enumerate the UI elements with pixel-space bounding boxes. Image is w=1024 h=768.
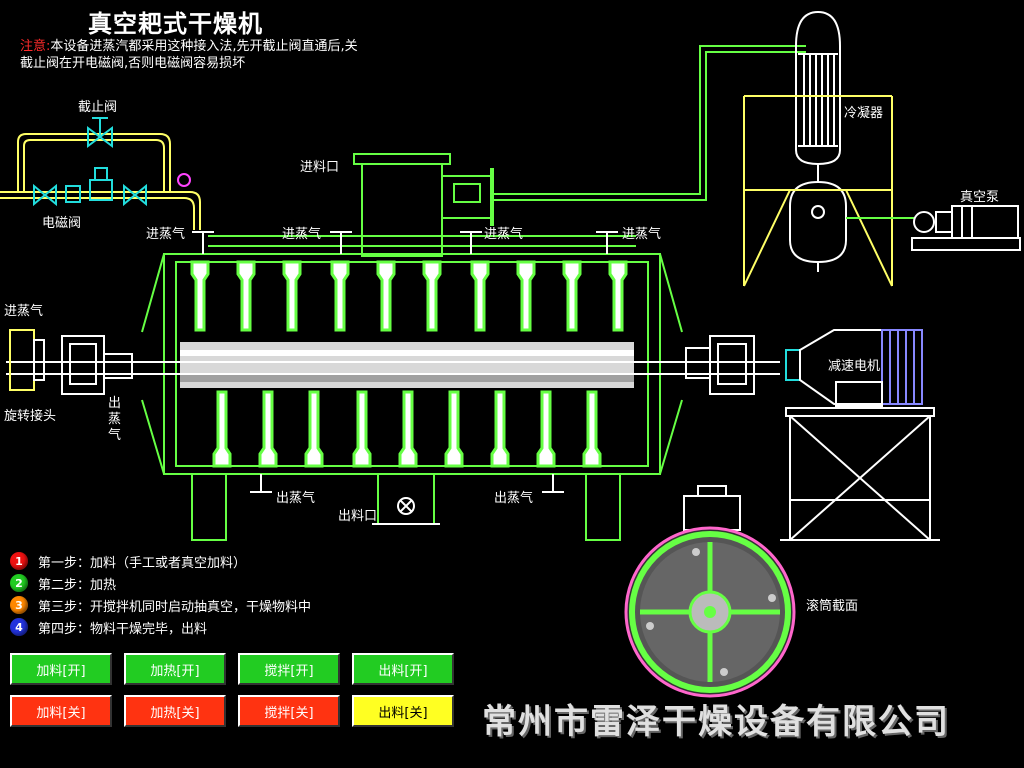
steam-in-label-2: 进蒸气 (282, 227, 322, 242)
solenoid-valve-icon (33, 167, 147, 207)
vacuum-line (494, 45, 806, 195)
discharge-valve-icon (397, 497, 415, 515)
notice-prefix: 注意: (20, 39, 51, 54)
right-bearing (685, 335, 801, 395)
feed-off-button[interactable]: 加料[关] (10, 695, 112, 727)
feed-hopper (353, 153, 494, 257)
pressure-gauge-icon (177, 173, 191, 187)
step-3-badge: 3 (10, 596, 28, 614)
gear-motor-label: 减速电机 (828, 359, 881, 374)
stirring-shaft (180, 342, 634, 388)
step-2: 2 第二步：加热 (10, 572, 311, 594)
condenser (789, 10, 847, 272)
feed-inlet-label: 进料口 (300, 160, 340, 175)
gear-motor (799, 329, 923, 407)
step-1-text: 第一步：加料（手工或者真空加料） (38, 555, 247, 571)
steam-feed-pipe (0, 133, 201, 230)
step-1: 1 第一步：加料（手工或者真空加料） (10, 550, 311, 572)
rake-arms-bottom (212, 390, 602, 468)
vacuum-pump (911, 205, 1021, 251)
rotary-joint-label: 旋转接头 (4, 409, 57, 424)
steam-in-label-4: 进蒸气 (622, 227, 662, 242)
step-2-badge: 2 (10, 574, 28, 592)
step-3-text: 第三步：开搅拌机同时启动抽真空，干燥物料中 (38, 599, 312, 615)
page-title: 真空耙式干燥机 (88, 10, 263, 38)
stir-off-button[interactable]: 搅拌[关] (238, 695, 340, 727)
company-name: 常州市雷泽干燥设备有限公司 (482, 702, 950, 742)
shutoff-valve-icon (87, 117, 113, 148)
steam-out-label-2: 出蒸气 (494, 491, 534, 506)
steam-out-label-1: 出蒸气 (276, 491, 316, 506)
notice-text: 注意:本设备进蒸汽都采用这种接入法,先开截止阀直通后,关截止阀在开电磁阀,否则电… (20, 38, 360, 72)
rotary-joint (9, 329, 133, 395)
discharge-on-button[interactable]: 出料[开] (352, 653, 454, 685)
feed-on-button[interactable]: 加料[开] (10, 653, 112, 685)
steam-nozzles (192, 231, 618, 493)
step-4-text: 第四步：物料干燥完毕，出料 (38, 621, 208, 637)
stir-on-button[interactable]: 搅拌[开] (238, 653, 340, 685)
solenoid-valve-label: 电磁阀 (42, 216, 82, 231)
discharge-label: 出料口 (338, 509, 378, 524)
shutoff-valve-label: 截止阀 (78, 100, 118, 115)
discharge-off-button[interactable]: 出料[关] (352, 695, 454, 727)
notice-body: 本设备进蒸汽都采用这种接入法,先开截止阀直通后,关截止阀在开电磁阀,否则电磁阀容… (20, 39, 358, 71)
rake-arms-top (190, 260, 628, 332)
steam-in-label-left: 进蒸气 (4, 304, 44, 319)
step-3: 3 第三步：开搅拌机同时启动抽真空，干燥物料中 (10, 594, 311, 616)
vacuum-pump-label: 真空泵 (960, 190, 1000, 205)
drum-section-label: 滚筒截面 (806, 599, 859, 614)
condenser-label: 冷凝器 (844, 106, 884, 121)
step-list: 1 第一步：加料（手工或者真空加料） 2 第二步：加热 3 第三步：开搅拌机同时… (10, 550, 311, 638)
drum-cross-section (624, 485, 796, 698)
step-2-text: 第二步：加热 (38, 577, 117, 593)
steam-out-vertical-label: 出蒸气 (108, 396, 122, 443)
step-1-badge: 1 (10, 552, 28, 570)
motor-stand (780, 407, 940, 541)
step-4: 4 第四步：物料干燥完毕，出料 (10, 616, 311, 638)
steam-in-label-1: 进蒸气 (146, 227, 186, 242)
steam-in-label-3: 进蒸气 (484, 227, 524, 242)
heat-off-button[interactable]: 加热[关] (124, 695, 226, 727)
step-4-badge: 4 (10, 618, 28, 636)
condenser-frame (743, 95, 893, 287)
heat-on-button[interactable]: 加热[开] (124, 653, 226, 685)
